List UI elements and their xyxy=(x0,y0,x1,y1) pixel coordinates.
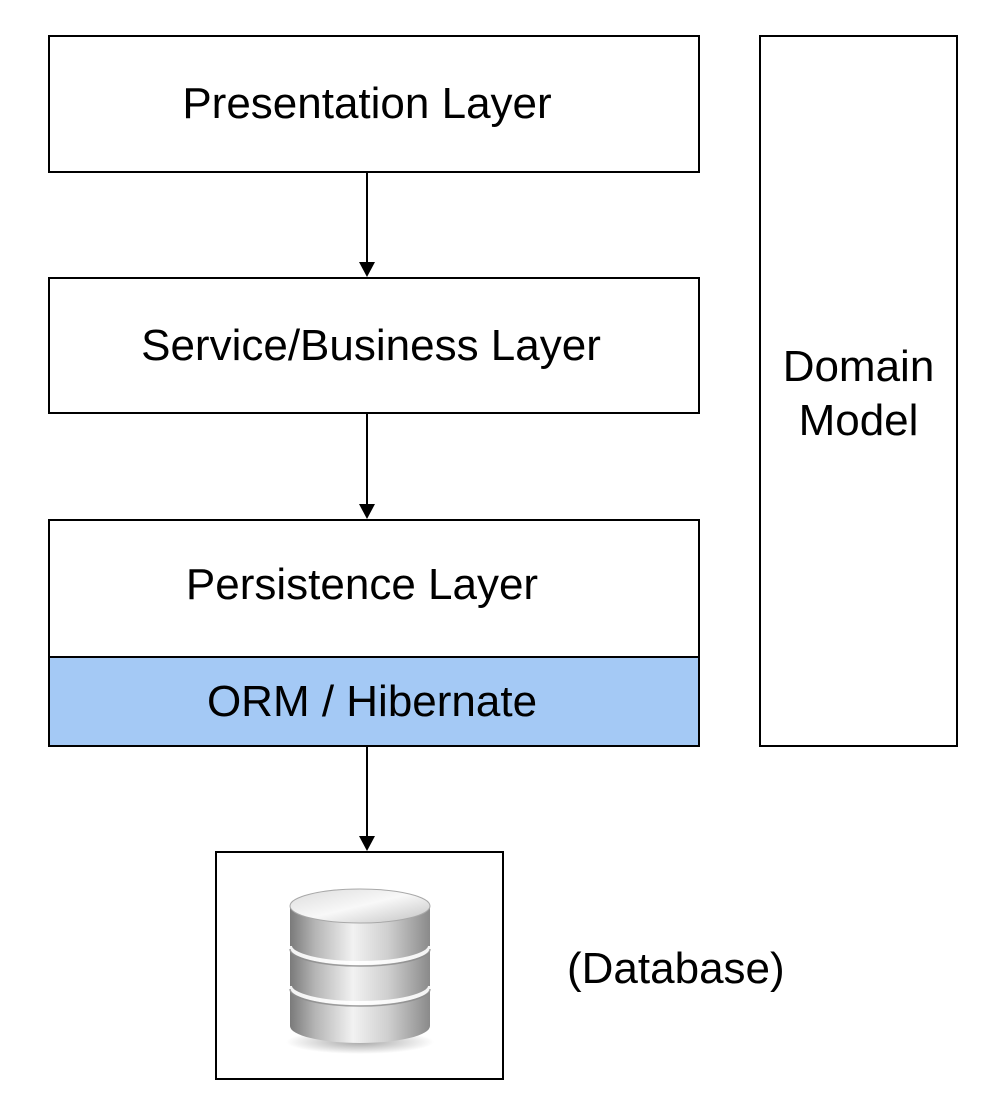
persistence-layer-box: Persistence Layer xyxy=(48,519,700,658)
arrow-orm-to-database xyxy=(359,747,375,851)
service-business-layer-label: Service/Business Layer xyxy=(141,320,601,370)
arrow-service-to-persistence xyxy=(359,414,375,519)
presentation-layer-box: Presentation Layer xyxy=(48,35,700,173)
domain-model-label: Domain Model xyxy=(782,342,935,445)
orm-hibernate-box: ORM / Hibernate xyxy=(48,656,700,747)
service-business-layer-box: Service/Business Layer xyxy=(48,277,700,414)
database-icon xyxy=(285,888,434,1054)
arrow-presentation-to-service xyxy=(359,173,375,277)
database-caption: (Database) xyxy=(567,944,785,993)
database-box xyxy=(215,851,504,1080)
domain-model-box: Domain Model xyxy=(759,35,958,747)
persistence-layer-label: Persistence Layer xyxy=(185,559,539,609)
orm-hibernate-label: ORM / Hibernate xyxy=(206,676,538,726)
presentation-layer-label: Presentation Layer xyxy=(182,79,552,128)
